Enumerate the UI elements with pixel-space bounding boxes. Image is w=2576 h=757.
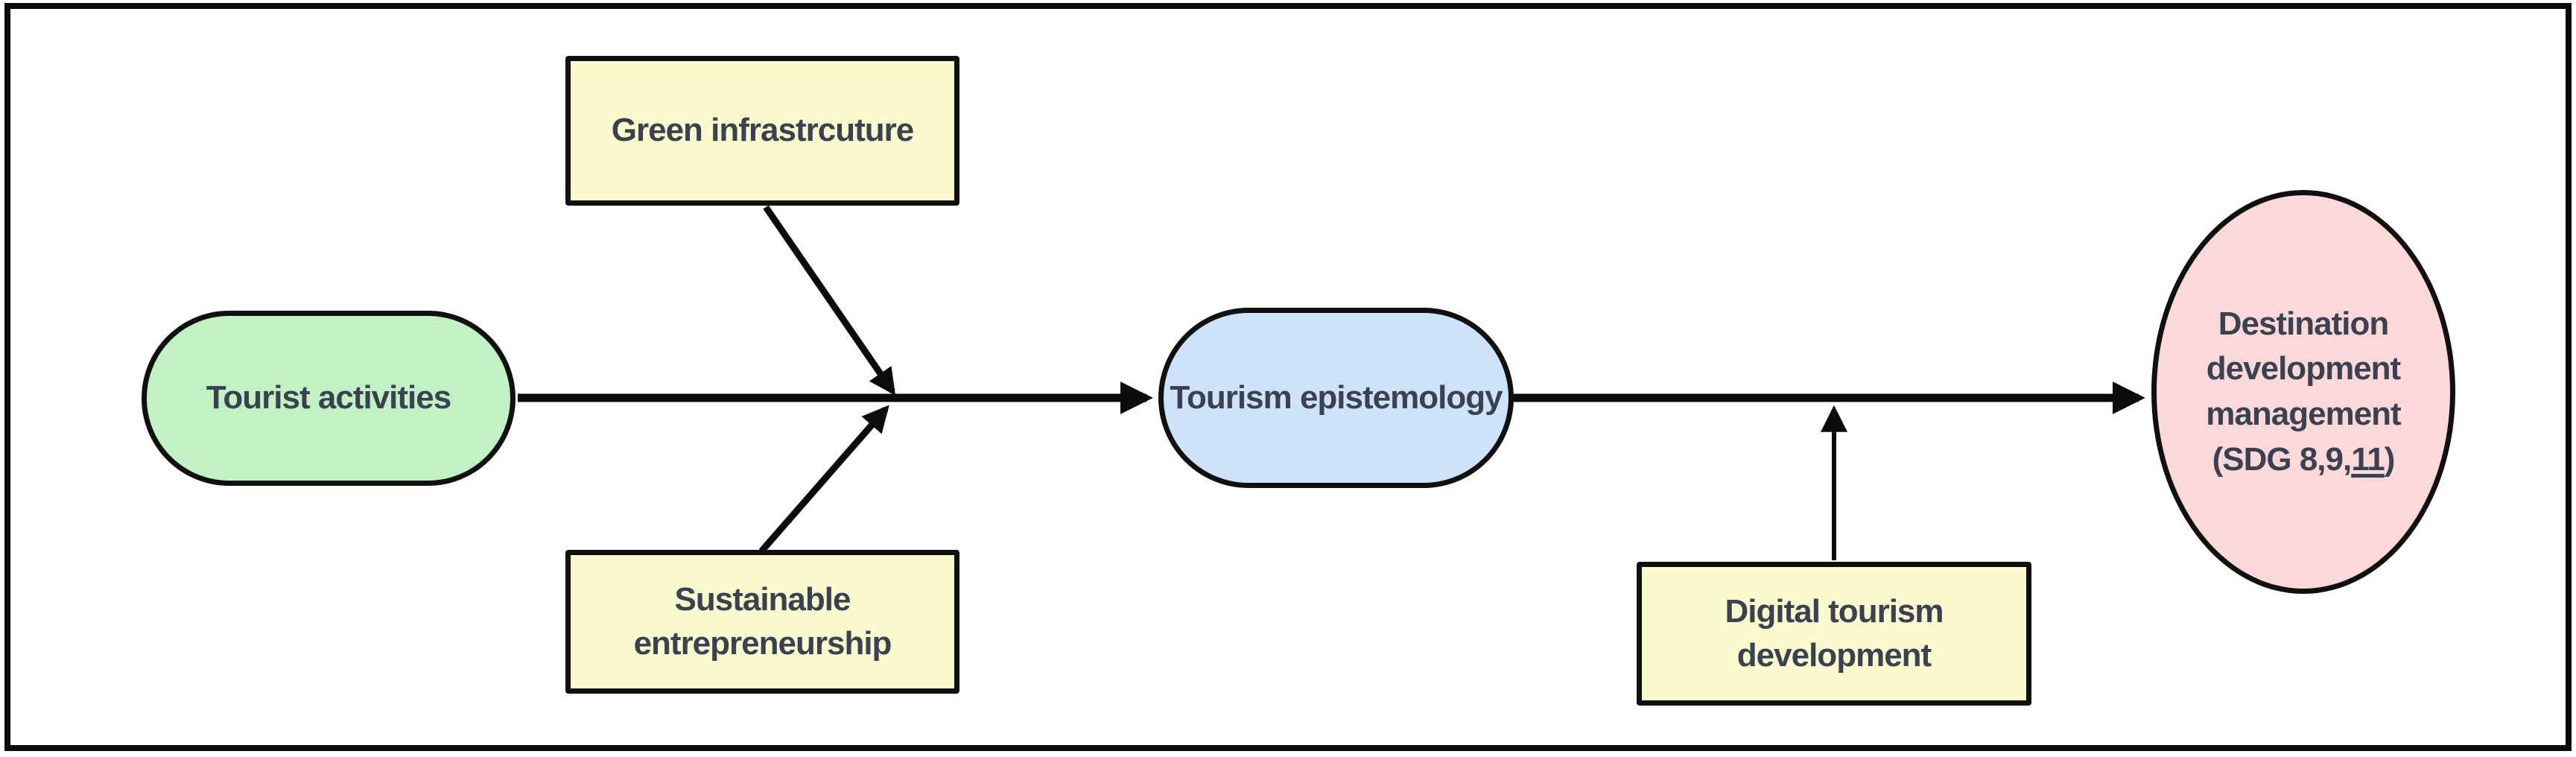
label-line: development <box>2206 350 2401 387</box>
sdg-underlined: 11 <box>2351 440 2385 478</box>
edge-green-infrastructure-to-junction <box>763 205 896 396</box>
label-line: management <box>2206 396 2401 432</box>
node-sustainable-entrepreneurship-label: Sustainable entrepreneurship <box>634 578 892 665</box>
node-destination-development-management: Destination development management (SDG … <box>2151 190 2455 594</box>
edge-sustainable-entrepreneurship-to-junction <box>758 405 889 554</box>
node-destination-development-management-label: Destination development management (SDG … <box>2206 302 2401 483</box>
node-green-infrastructure-label: Green infrastrcuture <box>611 109 914 152</box>
label-line: Tourism epistemology <box>1170 378 1503 416</box>
sdg-prefix: (SDG 8,9, <box>2212 440 2353 478</box>
node-sustainable-entrepreneurship: Sustainable entrepreneurship <box>565 550 959 694</box>
label-line: Green infrastrcuture <box>611 112 914 149</box>
label-line: Tourist activities <box>206 379 451 416</box>
node-tourism-epistemology: Tourism epistemology <box>1158 308 1514 488</box>
node-tourism-epistemology-label: Tourism epistemology <box>1170 376 1503 419</box>
label-line: development <box>1736 636 1932 674</box>
node-tourist-activities: Tourist activities <box>142 311 515 486</box>
node-tourist-activities-label: Tourist activities <box>206 376 451 419</box>
node-green-infrastructure: Green infrastrcuture <box>565 56 959 206</box>
node-digital-tourism-development: Digital tourism development <box>1637 562 2031 706</box>
sdg-suffix: ) <box>2384 440 2396 478</box>
label-line: Destination <box>2218 305 2390 342</box>
label-line: Sustainable <box>674 581 851 618</box>
label-line-sdg: (SDG 8,9,11) <box>2206 437 2400 483</box>
label-line: Digital tourism <box>1725 593 1944 630</box>
node-digital-tourism-development-label: Digital tourism development <box>1725 590 1944 677</box>
diagram-border-frame <box>4 3 2572 751</box>
label-line: entrepreneurship <box>633 624 892 662</box>
